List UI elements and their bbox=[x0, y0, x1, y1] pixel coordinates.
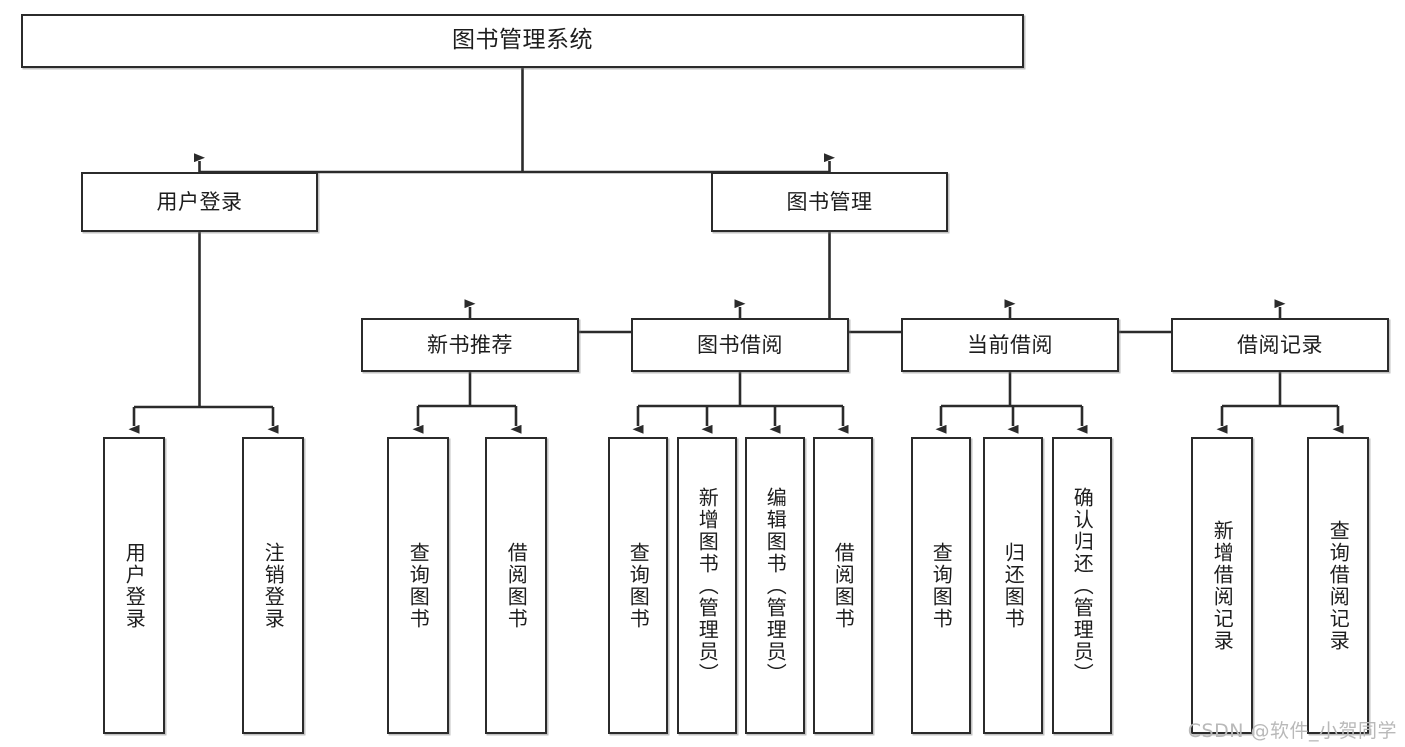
csdn-watermark: CSDN @软件_小贺同学 bbox=[1187, 720, 1397, 742]
leaf-confirm-return-admin[interactable]: 确认归还（管理员） bbox=[1052, 437, 1112, 734]
node-label: 当前借阅 bbox=[967, 332, 1053, 357]
node-label: 图书管理 bbox=[786, 189, 873, 214]
node-current-borrow[interactable]: 当前借阅 bbox=[901, 318, 1119, 372]
node-label: 新书推荐 bbox=[427, 332, 513, 357]
node-label: 归还图书 bbox=[1001, 541, 1026, 630]
leaf-user-login[interactable]: 用户登录 bbox=[103, 437, 165, 734]
node-label: 查询图书 bbox=[406, 541, 431, 630]
leaf-borrow-book-1[interactable]: 借阅图书 bbox=[485, 437, 547, 734]
node-new-book-recommendation[interactable]: 新书推荐 bbox=[361, 318, 579, 372]
node-label: 查询借阅记录 bbox=[1326, 519, 1351, 652]
node-label: 用户登录 bbox=[122, 541, 147, 630]
node-label: 查询图书 bbox=[929, 541, 954, 630]
node-label: 图书管理系统 bbox=[452, 27, 593, 54]
leaf-query-book-1[interactable]: 查询图书 bbox=[387, 437, 449, 734]
leaf-add-book-admin[interactable]: 新增图书（管理员） bbox=[677, 437, 737, 734]
leaf-logout[interactable]: 注销登录 bbox=[242, 437, 304, 734]
leaf-add-borrow-record[interactable]: 新增借阅记录 bbox=[1191, 437, 1253, 734]
node-label: 图书借阅 bbox=[697, 332, 783, 357]
node-book-borrow[interactable]: 图书借阅 bbox=[631, 318, 849, 372]
node-root-system[interactable]: 图书管理系统 bbox=[21, 14, 1024, 68]
node-label: 确认归还（管理员） bbox=[1070, 486, 1095, 685]
node-label: 编辑图书（管理员） bbox=[763, 486, 788, 685]
leaf-return-book[interactable]: 归还图书 bbox=[983, 437, 1043, 734]
leaf-query-borrow-record[interactable]: 查询借阅记录 bbox=[1307, 437, 1369, 734]
node-borrow-record[interactable]: 借阅记录 bbox=[1171, 318, 1389, 372]
node-label: 新增图书（管理员） bbox=[695, 486, 720, 685]
node-label: 新增借阅记录 bbox=[1210, 519, 1235, 652]
node-user-login[interactable]: 用户登录 bbox=[81, 172, 318, 232]
node-label: 查询图书 bbox=[626, 541, 651, 630]
leaf-query-book-2[interactable]: 查询图书 bbox=[608, 437, 668, 734]
node-label: 注销登录 bbox=[261, 541, 286, 630]
node-book-management[interactable]: 图书管理 bbox=[711, 172, 948, 232]
node-label: 借阅图书 bbox=[504, 541, 529, 630]
leaf-edit-book-admin[interactable]: 编辑图书（管理员） bbox=[745, 437, 805, 734]
node-label: 用户登录 bbox=[156, 189, 243, 214]
node-label: 借阅记录 bbox=[1237, 332, 1323, 357]
leaf-query-book-3[interactable]: 查询图书 bbox=[911, 437, 971, 734]
leaf-borrow-book-2[interactable]: 借阅图书 bbox=[813, 437, 873, 734]
node-label: 借阅图书 bbox=[831, 541, 856, 630]
